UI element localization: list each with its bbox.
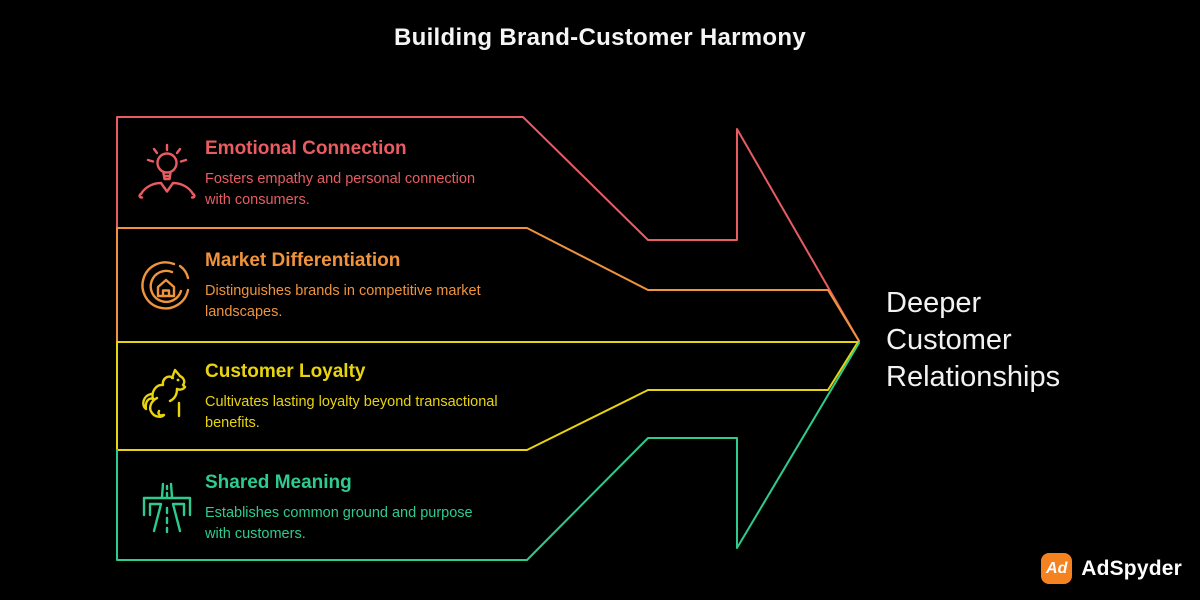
band-customer-loyalty: Customer Loyalty Cultivates lasting loya…: [205, 361, 635, 434]
band-heading: Market Differentiation: [205, 250, 401, 271]
adspyder-badge-icon: Ad: [1041, 553, 1073, 584]
loyal-dog-icon: [142, 368, 187, 418]
arrow-outcome-label: Deeper Customer Relationships: [886, 287, 1061, 393]
band-outline-market-differentiation: [116, 227, 860, 343]
band-heading: Customer Loyalty: [205, 361, 366, 382]
band-description: Cultivates lasting loyalty beyond transa…: [205, 393, 498, 431]
page-title: Building Brand-Customer Harmony: [394, 24, 806, 51]
band-description: Distinguishes brands in competitive mark…: [205, 282, 481, 320]
band-outline-emotional-connection: [116, 116, 860, 342]
adspyder-logo: Ad AdSpyder: [1041, 553, 1182, 584]
band-market-differentiation: Market Differentiation Distinguishes bra…: [205, 250, 635, 323]
band-outline-customer-loyalty: [116, 341, 859, 451]
band-shared-meaning: Shared Meaning Establishes common ground…: [205, 472, 635, 545]
band-description: Fosters empathy and personal connection …: [205, 170, 476, 208]
adspyder-logo-text: AdSpyder: [1081, 556, 1182, 580]
band-heading: Emotional Connection: [205, 138, 407, 159]
band-outline-shared-meaning: [116, 342, 860, 561]
band-emotional-connection: Emotional Connection Fosters empathy and…: [205, 138, 635, 211]
shared-road-icon: [142, 482, 192, 534]
band-heading: Shared Meaning: [205, 472, 352, 493]
differentiation-radar-home-icon: [141, 261, 190, 310]
idea-person-icon: [138, 143, 196, 199]
band-description: Establishes common ground and purpose wi…: [205, 504, 473, 542]
